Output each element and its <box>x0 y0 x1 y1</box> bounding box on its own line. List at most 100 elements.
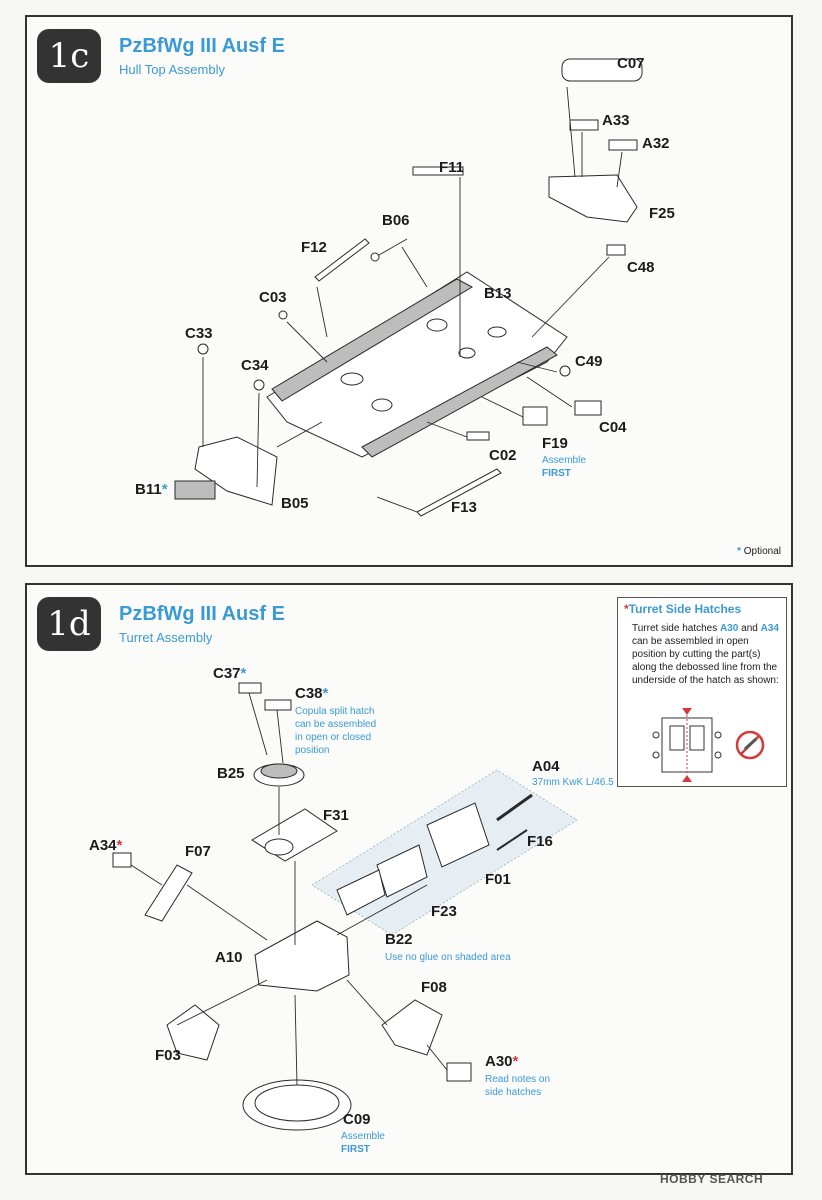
f19-note-line2: FIRST <box>542 468 571 479</box>
part-c33 <box>197 343 209 355</box>
part-c49 <box>559 365 571 377</box>
part-b11 <box>174 480 216 500</box>
label-a04: A04 <box>532 758 560 775</box>
step-1d-panel: 1d PzBfWg III Ausf E Turret Assembly <box>25 583 793 1175</box>
side-hatches-title: *Turret Side Hatches <box>624 602 742 616</box>
label-f12: F12 <box>301 239 327 256</box>
label-c09: C09 <box>343 1111 371 1128</box>
part-a34 <box>112 852 132 868</box>
part-f23 <box>336 869 386 916</box>
f19-note-line1: Assemble <box>542 455 586 466</box>
part-f16 <box>426 802 490 868</box>
f19-note: Assemble FIRST <box>542 454 586 480</box>
label-b05: B05 <box>281 495 309 512</box>
label-f03: F03 <box>155 1047 181 1064</box>
c38-note-line2: can be assembled <box>295 719 377 730</box>
step-number-badge: 1c <box>37 29 101 83</box>
optional-star: * <box>161 481 168 498</box>
label-f01: F01 <box>485 871 511 888</box>
side-hatches-title-text: Turret Side Hatches <box>628 602 742 616</box>
optional-legend-label: Optional <box>743 546 781 557</box>
part-c07 <box>561 58 643 82</box>
label-a32: A32 <box>642 135 670 152</box>
label-b11: B11* <box>135 481 168 498</box>
label-b25: B25 <box>217 765 245 782</box>
engine-grille-right <box>361 346 558 458</box>
label-a34: A34* <box>89 837 123 854</box>
part-f12 <box>314 238 370 282</box>
label-a30: A30* <box>485 1053 519 1070</box>
hull-top-diagram <box>174 58 643 517</box>
c38-note-line4: position <box>295 745 330 756</box>
a04-note: 37mm KwK L/46.5 <box>532 777 614 788</box>
part-f03 <box>166 1004 220 1061</box>
part-f13 <box>416 468 502 517</box>
side-hatches-text-3: can be assembled in open position by cut… <box>632 636 779 686</box>
label-c37: C37* <box>213 665 247 682</box>
b22-note: Use no glue on shaded area <box>385 952 511 963</box>
part-c48 <box>606 244 626 256</box>
optional-legend-star: * <box>737 546 741 557</box>
part-c37 <box>238 682 262 694</box>
side-hatches-ref-a30: A30 <box>720 623 739 634</box>
c38-note-line3: in open or closed <box>295 732 372 743</box>
label-f31: F31 <box>323 807 349 824</box>
c38-note: Copula split hatch can be assembled in o… <box>295 705 376 757</box>
part-c02 <box>466 431 490 441</box>
step-title: PzBfWg III Ausf E <box>119 35 285 57</box>
watermark: HOBBY SEARCH <box>660 1172 764 1186</box>
c09-note-line2: FIRST <box>341 1144 370 1155</box>
label-f11: F11 <box>439 159 465 176</box>
side-hatches-text: Turret side hatches A30 and A34 can be a… <box>632 622 780 687</box>
label-c04: C04 <box>599 419 627 436</box>
part-a33 <box>569 119 599 131</box>
step-title: PzBfWg III Ausf E <box>119 603 285 625</box>
label-a33: A33 <box>602 112 630 129</box>
part-f01 <box>376 844 428 898</box>
label-c34: C34 <box>241 357 269 374</box>
label-c07: C07 <box>617 55 645 72</box>
part-f08 <box>381 999 443 1056</box>
c37-text: C37 <box>213 665 241 682</box>
part-f11 <box>412 166 464 176</box>
side-hatches-text-2: and <box>738 623 761 634</box>
part-c34 <box>253 379 265 391</box>
label-b22: B22 <box>385 931 413 948</box>
label-c48: C48 <box>627 259 655 276</box>
part-a32 <box>608 139 638 151</box>
optional-legend: * Optional <box>737 546 781 557</box>
a34-text: A34 <box>89 837 117 854</box>
a30-note-line2: side hatches <box>485 1087 542 1098</box>
part-f19 <box>522 406 548 426</box>
label-f19: F19 <box>542 435 568 452</box>
label-f16: F16 <box>527 833 553 850</box>
b11-text: B11 <box>135 481 162 498</box>
label-b13: B13 <box>484 285 512 302</box>
part-b06 <box>370 252 380 262</box>
step-subtitle: Turret Assembly <box>119 630 213 645</box>
label-c49: C49 <box>575 353 603 370</box>
part-b05 <box>194 436 278 506</box>
label-f23: F23 <box>431 903 457 920</box>
part-f25 <box>548 174 638 223</box>
a30-text: A30 <box>485 1053 513 1070</box>
no-glue-icon <box>735 730 765 760</box>
part-a30 <box>446 1062 472 1082</box>
side-hatches-note-box: *Turret Side Hatches Turret side hatches… <box>617 597 787 787</box>
label-c03: C03 <box>259 289 287 306</box>
part-c38 <box>264 699 292 711</box>
label-c02: C02 <box>489 447 517 464</box>
a30-note-line1: Read notes on <box>485 1074 551 1085</box>
label-f25: F25 <box>649 205 675 222</box>
hull-deck-b13 <box>266 271 568 458</box>
label-f13: F13 <box>451 499 477 516</box>
part-c04 <box>574 400 602 416</box>
hatch-cut-illustration <box>652 708 765 782</box>
label-a10: A10 <box>215 949 243 966</box>
c38-text: C38 <box>295 685 323 702</box>
step-1c-panel: 1c PzBfWg III Ausf E Hull Top Assembly <box>25 15 793 567</box>
c09-note: Assemble FIRST <box>341 1130 385 1156</box>
c38-note-line1: Copula split hatch <box>295 706 375 717</box>
label-c38: C38* <box>295 685 329 702</box>
part-a10 <box>254 920 350 992</box>
